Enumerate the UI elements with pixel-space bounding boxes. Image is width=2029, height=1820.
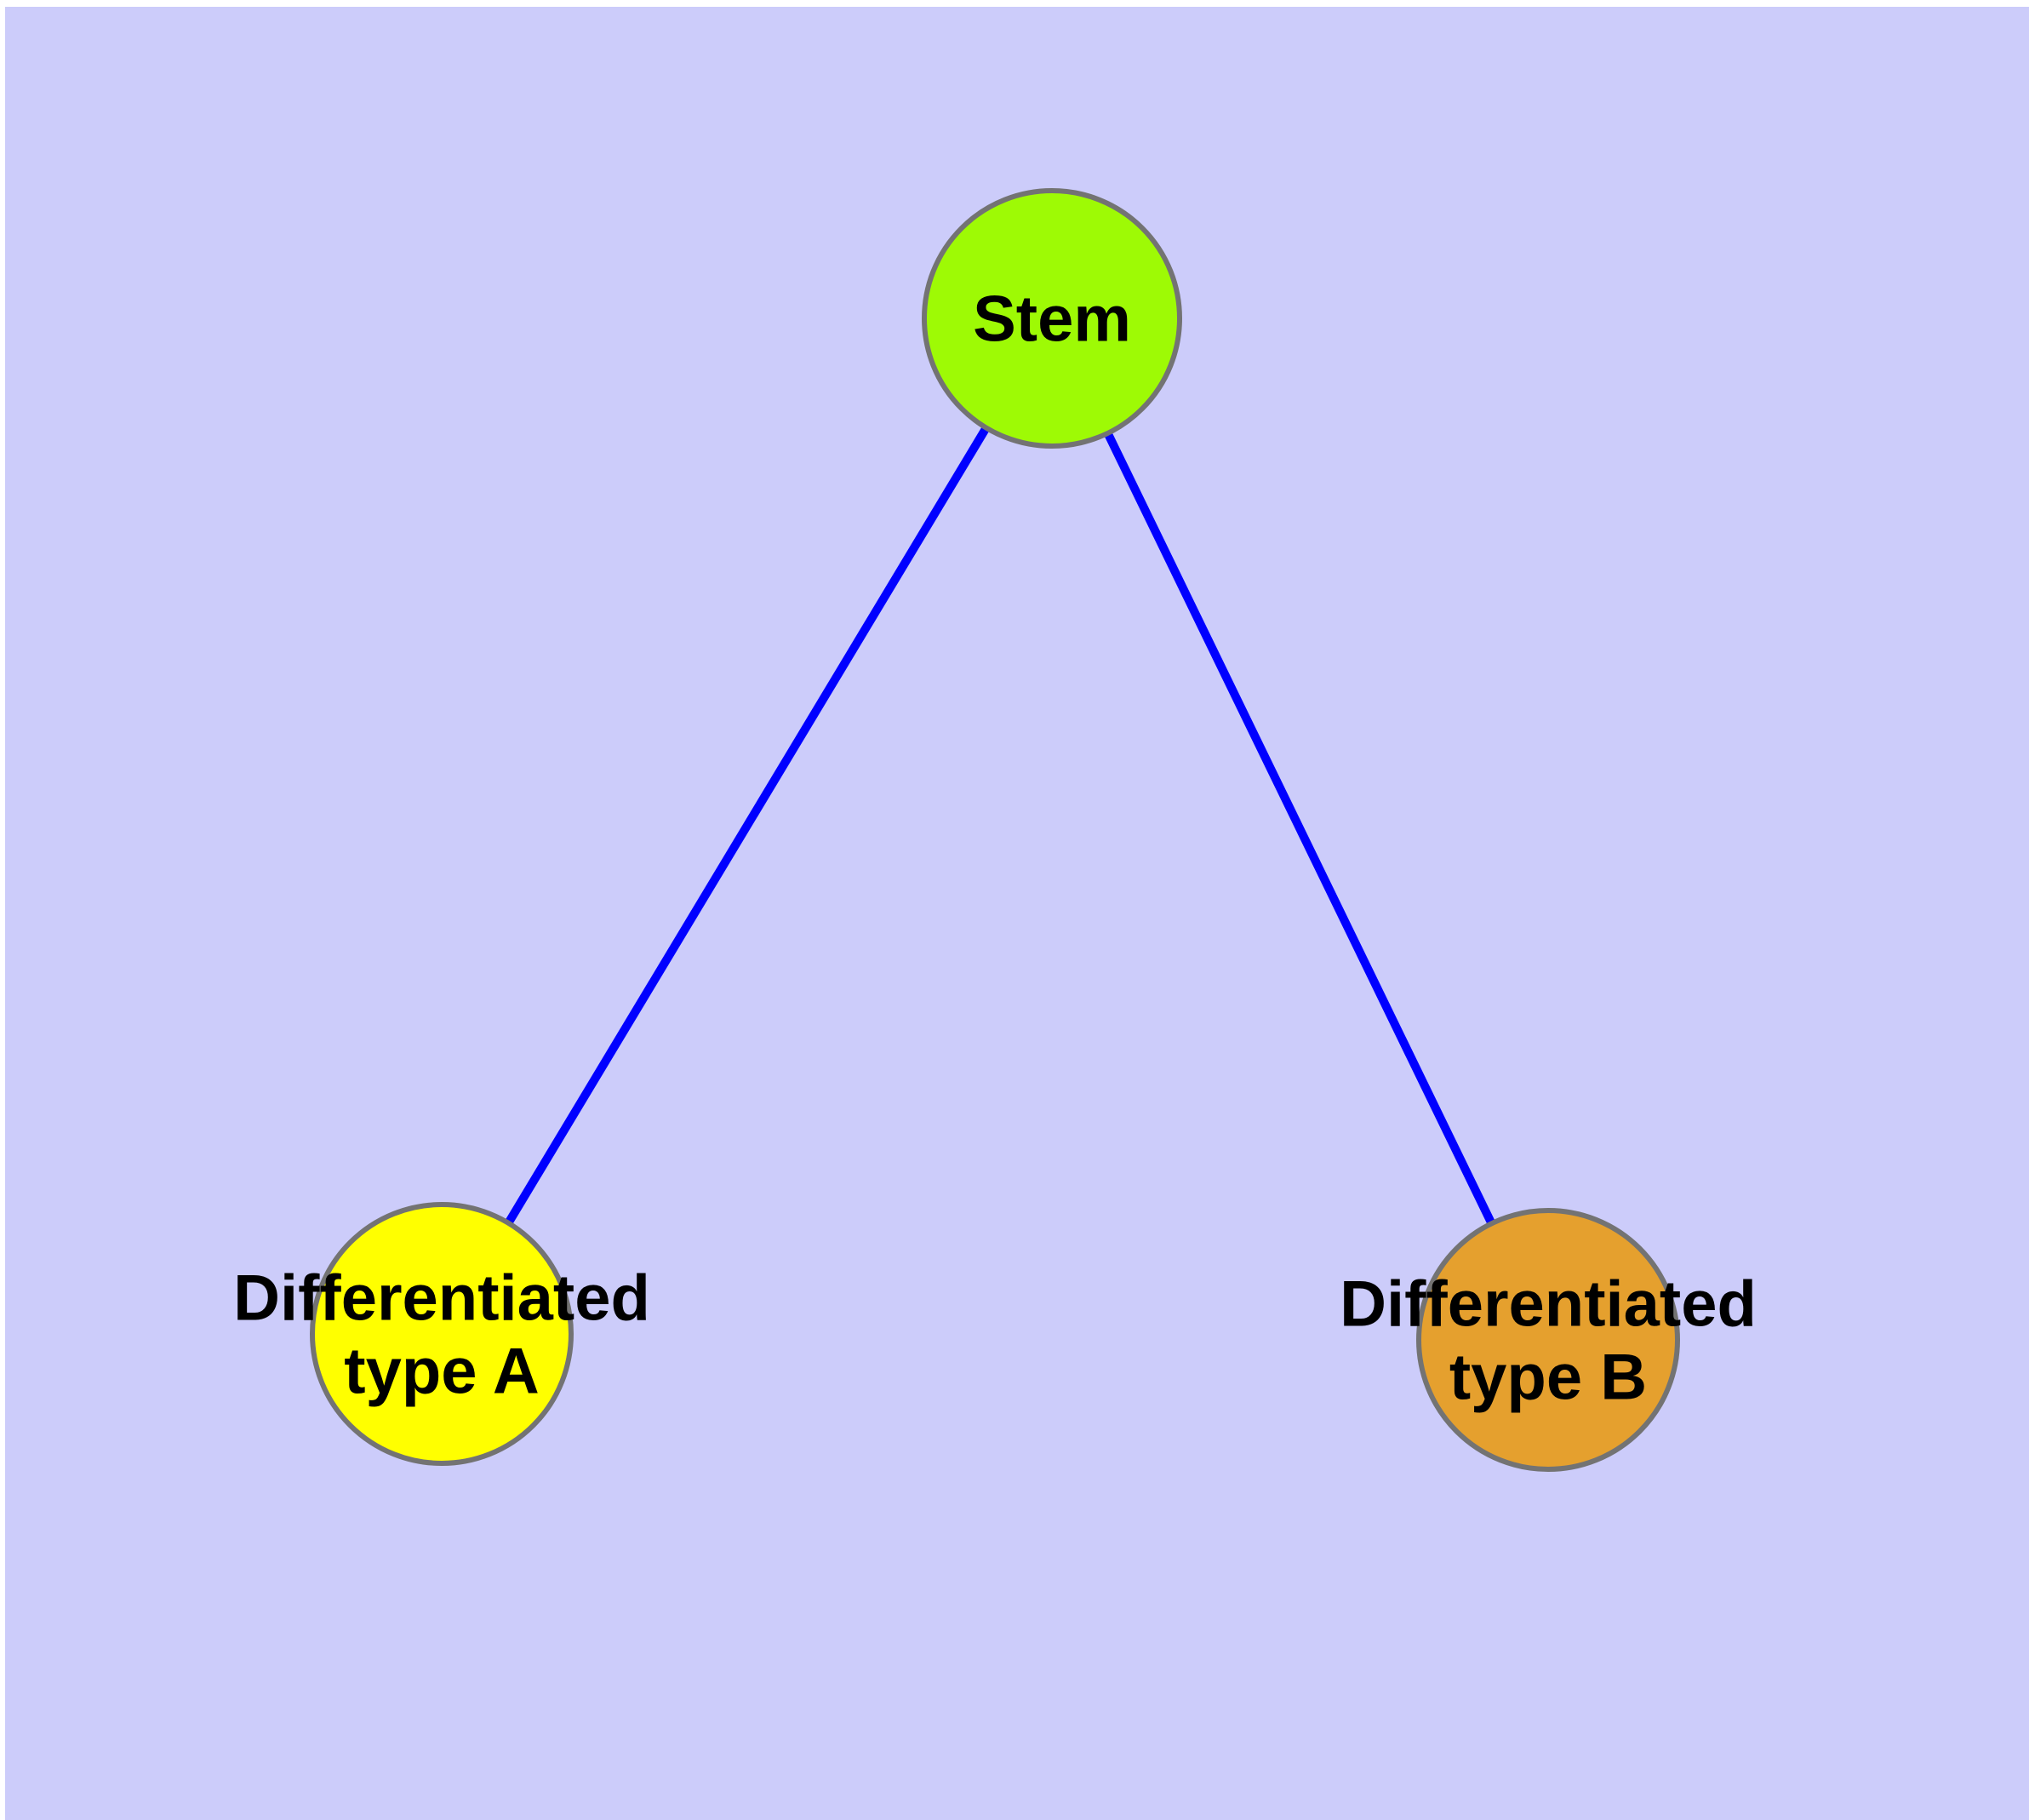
edge-stem-to-diff-a[interactable] [437, 316, 1056, 1336]
node-diff_b[interactable] [1416, 1208, 1680, 1472]
node-stem[interactable] [922, 188, 1182, 449]
node-layer [310, 188, 1680, 1472]
node-label-line: type B [1449, 1342, 1647, 1414]
node-label-stem: Stem [973, 283, 1131, 356]
node-label-line: type A [344, 1336, 539, 1408]
edge-stem-to-diff-b[interactable] [1048, 316, 1552, 1342]
node-label-line: Differentiated [1340, 1268, 1757, 1341]
node-label-line: Stem [973, 283, 1131, 356]
node-label-line: Differentiated [233, 1262, 650, 1335]
edge-layer [437, 316, 1552, 1342]
node-diff_a[interactable] [310, 1202, 574, 1466]
